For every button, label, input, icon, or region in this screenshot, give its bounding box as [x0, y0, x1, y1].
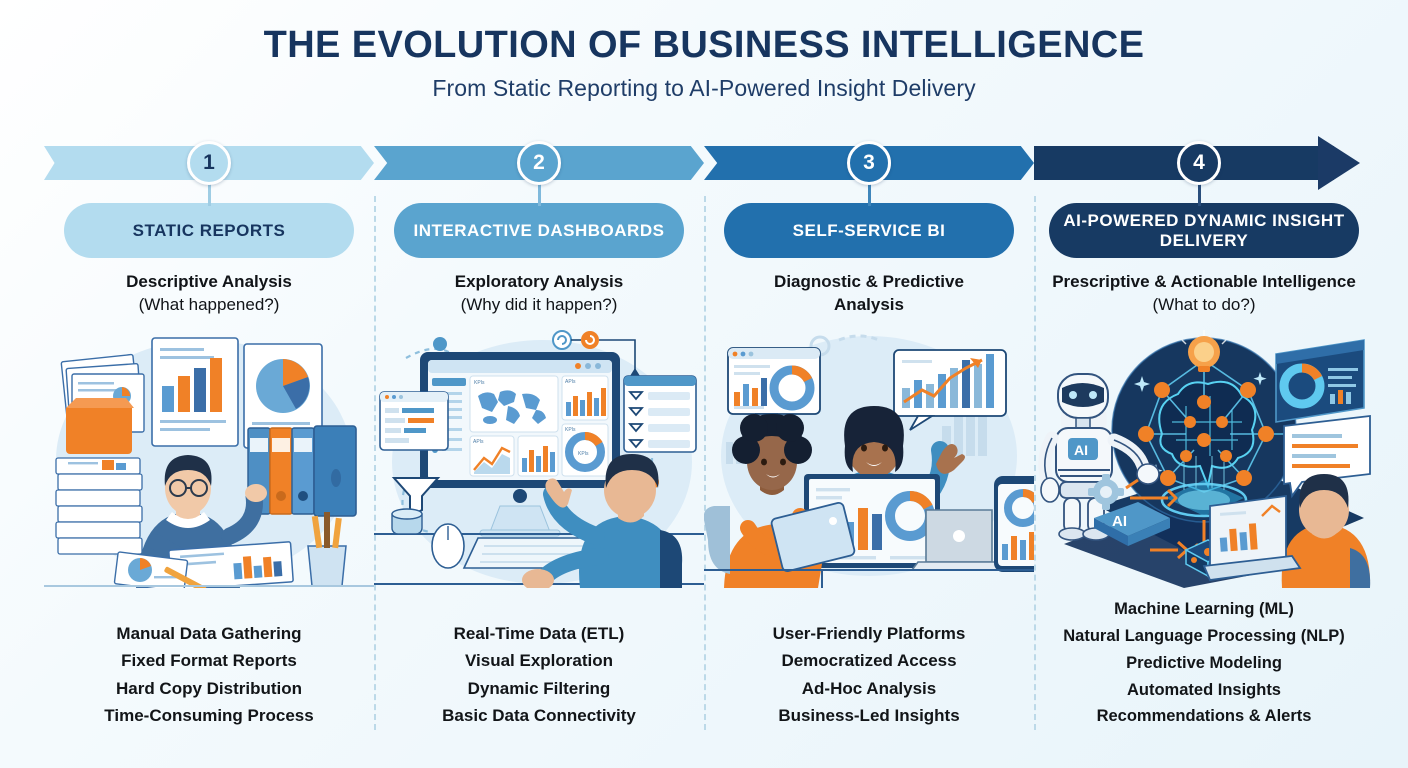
stage-3-subtitle: Diagnostic & Predictive Analysis — [704, 270, 1034, 317]
list-item: Ad-Hoc Analysis — [801, 678, 937, 698]
stage-4-pill[interactable]: AI-POWERED DYNAMIC INSIGHT DELIVERY — [1049, 203, 1359, 258]
list-item: Manual Data Gathering — [116, 623, 302, 643]
svg-text:KPIs: KPIs — [565, 427, 576, 433]
step-badge-2-number: 2 — [533, 151, 545, 174]
stage-4-subtitle-bold: Prescriptive & Actionable Intelligence — [1052, 272, 1356, 291]
stage-column-3: SELF-SERVICE BI Diagnostic & Predictive … — [704, 0, 1034, 768]
stage-4-subtitle: Prescriptive & Actionable Intelligence (… — [1034, 270, 1374, 317]
stage-4-subtitle-light: (What to do?) — [1152, 295, 1256, 315]
svg-text:APIs: APIs — [565, 379, 576, 385]
stage-column-1: STATIC REPORTS Descriptive Analysis (Wha… — [44, 0, 374, 768]
list-item: User-Friendly Platforms — [772, 623, 966, 643]
badge-stem-1 — [208, 178, 211, 206]
stage-2-subtitle-light: (Why did it happen?) — [460, 295, 618, 315]
list-item: Recommendations & Alerts — [1096, 707, 1312, 726]
stage-2-bullet-list: Real-Time Data (ETL) Visual Exploration … — [374, 620, 704, 730]
list-item: Basic Data Connectivity — [442, 706, 636, 726]
interactive-dashboards-illustration: KPIs APIs KPIs KPIs APIs — [374, 330, 704, 588]
badge-stem-2 — [538, 178, 541, 206]
svg-text:APIs: APIs — [473, 439, 484, 445]
column-divider-2 — [704, 196, 706, 730]
page-title: THE EVOLUTION OF BUSINESS INTELLIGENCE — [263, 24, 1145, 66]
arrowhead-icon — [1318, 136, 1360, 190]
badge-stem-4 — [1198, 178, 1201, 206]
ai-powered-insight-illustration: AI AI — [1034, 330, 1374, 588]
list-item: Natural Language Processing (NLP) — [1063, 627, 1345, 646]
stage-1-subtitle-light: (What happened?) — [138, 295, 280, 315]
stage-3-pill[interactable]: SELF-SERVICE BI — [724, 203, 1014, 258]
stage-2-subtitle-bold: Exploratory Analysis — [454, 272, 624, 291]
static-reports-illustration — [44, 330, 374, 588]
list-item: Machine Learning (ML) — [1114, 600, 1294, 619]
step-badge-1-number: 1 — [203, 151, 215, 174]
list-item: Business-Led Insights — [778, 706, 960, 726]
stage-4-subtitle-combined: Prescriptive & Actionable Intelligence (… — [1034, 270, 1374, 317]
stage-3-bullet-list: User-Friendly Platforms Democratized Acc… — [704, 620, 1034, 730]
list-item: Democratized Access — [781, 651, 957, 671]
column-divider-1 — [374, 196, 376, 730]
list-item: Time-Consuming Process — [104, 706, 314, 726]
svg-text:KPIs: KPIs — [474, 380, 485, 386]
step-badge-2[interactable]: 2 — [517, 141, 561, 185]
badge-stem-3 — [868, 178, 871, 206]
self-service-bi-illustration — [704, 330, 1034, 588]
list-item: Fixed Format Reports — [121, 651, 297, 671]
list-item: Dynamic Filtering — [467, 678, 611, 698]
page-subtitle: From Static Reporting to AI-Powered Insi… — [432, 74, 976, 101]
list-item: Real-Time Data (ETL) — [453, 623, 625, 643]
stage-1-subtitle-bold: Descriptive Analysis — [126, 272, 292, 291]
stage-1-subtitle: Descriptive Analysis (What happened?) — [44, 270, 374, 317]
step-badge-4-number: 4 — [1193, 151, 1205, 174]
svg-text:AI: AI — [1112, 513, 1127, 530]
list-item: Hard Copy Distribution — [115, 678, 303, 698]
step-badge-4[interactable]: 4 — [1177, 141, 1221, 185]
stage-2-pill-label: INTERACTIVE DASHBOARDS — [413, 220, 665, 240]
step-badge-1[interactable]: 1 — [187, 141, 231, 185]
stage-1-pill[interactable]: STATIC REPORTS — [64, 203, 354, 258]
stage-column-2: INTERACTIVE DASHBOARDS Exploratory Analy… — [374, 0, 704, 768]
stage-1-pill-label: STATIC REPORTS — [132, 220, 286, 240]
step-badge-3[interactable]: 3 — [847, 141, 891, 185]
stage-4-bullet-list: Machine Learning (ML) Natural Language P… — [1034, 596, 1374, 730]
stage-column-4: AI-POWERED DYNAMIC INSIGHT DELIVERY Pres… — [1034, 0, 1374, 768]
stage-2-pill[interactable]: INTERACTIVE DASHBOARDS — [394, 203, 684, 258]
list-item: Automated Insights — [1126, 680, 1281, 699]
stage-3-pill-label: SELF-SERVICE BI — [792, 220, 946, 240]
header-block: THE EVOLUTION OF BUSINESS INTELLIGENCE F… — [0, 24, 1408, 102]
list-item: Visual Exploration — [464, 651, 613, 671]
step-badge-3-number: 3 — [863, 151, 875, 174]
stage-3-subtitle-bold: Diagnostic & Predictive Analysis — [774, 272, 964, 315]
svg-text:AI: AI — [1074, 442, 1088, 458]
stage-1-bullet-list: Manual Data Gathering Fixed Format Repor… — [44, 620, 374, 730]
svg-text:KPIs: KPIs — [578, 451, 589, 457]
column-divider-3 — [1034, 196, 1036, 730]
list-item: Predictive Modeling — [1126, 653, 1282, 672]
stage-2-subtitle: Exploratory Analysis (Why did it happen?… — [374, 270, 704, 317]
stage-4-pill-label: AI-POWERED DYNAMIC INSIGHT DELIVERY — [1063, 211, 1345, 250]
